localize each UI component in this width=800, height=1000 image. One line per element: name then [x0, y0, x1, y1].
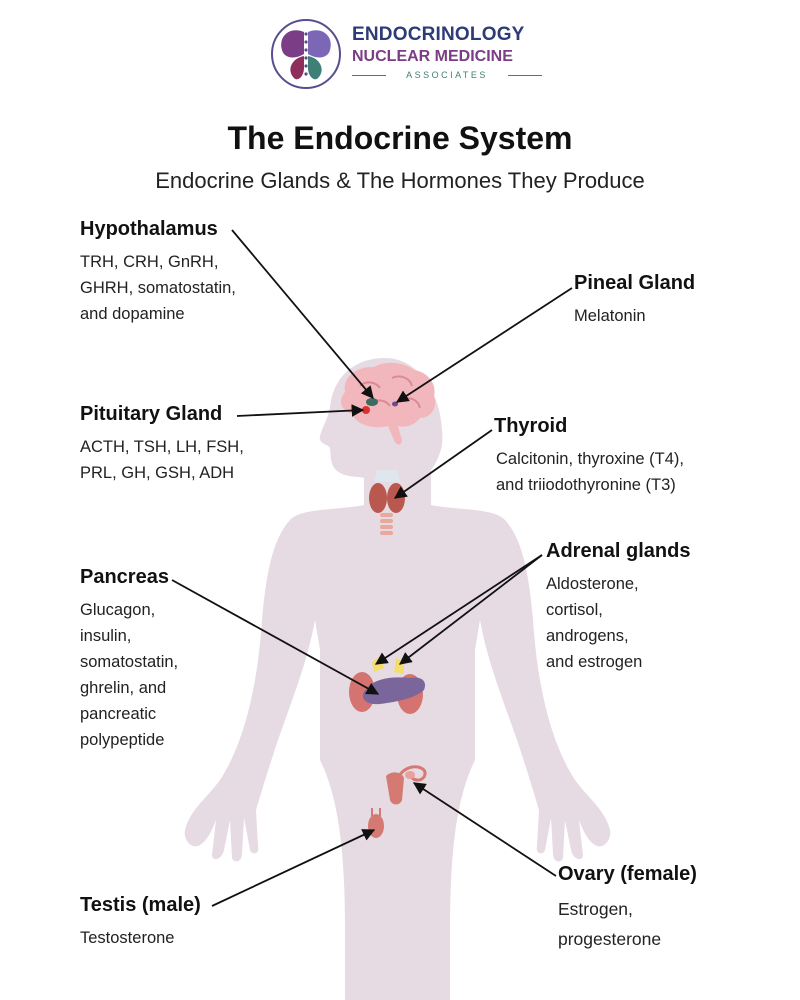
hormone-line: polypeptide [80, 731, 165, 749]
pineal-shape [392, 401, 398, 407]
leader-arrows [171, 229, 573, 907]
logo-line-3: ASSOCIATES [352, 70, 542, 80]
gland-name: Testis (male) [80, 894, 201, 916]
brain [340, 362, 436, 445]
arrow-pancreas [171, 579, 380, 695]
hormone-list: Testosterone [80, 925, 201, 951]
hormone-line: TRH, CRH, GnRH, [80, 253, 219, 271]
gland-name: Thyroid [494, 415, 568, 437]
logo-text: ENDOCRINOLOGY NUCLEAR MEDICINE ASSOCIATE… [352, 24, 542, 80]
logo: ENDOCRINOLOGY NUCLEAR MEDICINE ASSOCIATE… [268, 18, 542, 90]
page-title: The Endocrine System [227, 120, 573, 156]
label-thyroid: Thyroid Calcitonin, thyroxine (T4), and … [494, 415, 684, 498]
gland-name: Pineal Gland [574, 272, 696, 294]
hormone-line: GHRH, somatostatin, [80, 279, 236, 297]
hormone-list: Calcitonin, thyroxine (T4), and triiodot… [496, 446, 684, 498]
arrow-pituitary [236, 404, 365, 417]
arrow-pineal [395, 287, 573, 403]
butterfly-logo-icon [271, 19, 341, 89]
label-pancreas: Pancreas Glucagon, insulin, somatostatin… [80, 566, 178, 753]
hormone-line: Calcitonin, thyroxine (T4), [496, 450, 684, 468]
hormone-list: Glucagon, insulin, somatostatin, ghrelin… [80, 597, 178, 753]
hormone-line: PRL, GH, GSH, ADH [80, 464, 235, 482]
hormone-list: ACTH, TSH, LH, FSH, PRL, GH, GSH, ADH [80, 434, 244, 486]
arrow-thyroid [393, 429, 493, 499]
label-testis: Testis (male) Testosterone [80, 894, 201, 951]
hormone-line: Testosterone [80, 929, 175, 947]
gland-name: Pituitary Gland [80, 403, 223, 425]
hormone-list: Melatonin [574, 303, 695, 329]
label-hypothalamus: Hypothalamus TRH, CRH, GnRH, GHRH, somat… [80, 218, 236, 327]
label-adrenal-glands: Adrenal glands Aldosterone, cortisol, an… [546, 540, 690, 675]
gland-name: Adrenal glands [546, 540, 691, 562]
ovary-uterus [386, 765, 427, 805]
arrow-ovary [412, 782, 557, 877]
label-ovary: Ovary (female) Estrogen, progesterone [558, 863, 697, 954]
hormone-line: Estrogen, [558, 899, 633, 919]
hormone-line: pancreatic [80, 705, 157, 723]
hormone-list: Aldosterone, cortisol, androgens, and es… [546, 571, 690, 675]
hormone-line: and dopamine [80, 305, 185, 323]
arrow-adrenal-right [399, 554, 543, 665]
hypothalamus-shape [366, 398, 378, 406]
gland-name: Hypothalamus [80, 218, 218, 240]
hormone-list: TRH, CRH, GnRH, GHRH, somatostatin, and … [80, 249, 236, 327]
label-pineal-gland: Pineal Gland Melatonin [574, 272, 695, 329]
hormone-line: and triiodothyronine (T3) [496, 476, 676, 494]
hormone-line: somatostatin, [80, 653, 179, 671]
arrow-testis [211, 829, 376, 907]
arrow-adrenal-left [374, 554, 543, 665]
hormone-line: Melatonin [574, 307, 646, 325]
gland-name: Ovary (female) [558, 863, 697, 885]
hormone-line: cortisol, [546, 601, 603, 619]
hormone-line: Aldosterone, [546, 575, 639, 593]
hormone-list: Estrogen, progesterone [558, 894, 697, 954]
hormone-line: ACTH, TSH, LH, FSH, [80, 438, 244, 456]
page-subtitle: Endocrine Glands & The Hormones They Pro… [155, 168, 645, 193]
hormone-line: insulin, [80, 627, 132, 645]
hormone-line: progesterone [558, 929, 662, 949]
hormone-line: and estrogen [546, 653, 643, 671]
gland-name: Pancreas [80, 566, 169, 588]
label-pituitary-gland: Pituitary Gland ACTH, TSH, LH, FSH, PRL,… [80, 403, 244, 486]
logo-line-1: ENDOCRINOLOGY [352, 24, 525, 45]
hormone-line: Glucagon, [80, 601, 156, 619]
pituitary-shape [362, 406, 370, 414]
hormone-line: ghrelin, and [80, 679, 167, 697]
arrow-hypothalamus [231, 229, 374, 399]
logo-line-2: NUCLEAR MEDICINE [352, 48, 513, 65]
hormone-line: androgens, [546, 627, 629, 645]
